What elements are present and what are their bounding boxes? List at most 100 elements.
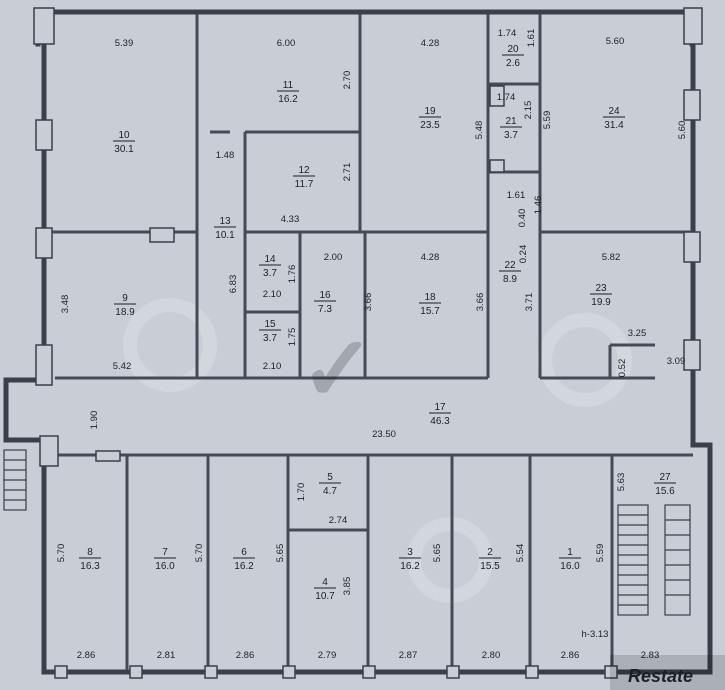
room-area: 8.9	[503, 274, 517, 285]
room-area: 30.1	[114, 144, 134, 155]
room-area: 16.2	[278, 94, 298, 105]
dimension-label: h-3.13	[582, 629, 609, 640]
dimension-label: 5.59	[542, 111, 553, 130]
dimension-label: 1.46	[533, 196, 544, 215]
room-2: 215.5	[479, 547, 501, 572]
room-area: 16.2	[400, 561, 420, 572]
room-area: 7.3	[318, 304, 332, 315]
dimension-label: 0.40	[517, 209, 528, 228]
room-area: 16.2	[234, 561, 254, 572]
dimension-label: 5.60	[677, 121, 688, 140]
room-number: 20	[507, 44, 519, 55]
room-number: 22	[504, 260, 516, 271]
dimension-label: 1.90	[89, 411, 100, 430]
room-14: 143.7	[259, 254, 281, 279]
dimension-label: 2.81	[157, 650, 176, 661]
dimension-label: 2.87	[399, 650, 418, 661]
room-9: 918.9	[114, 293, 136, 318]
room-area: 23.5	[420, 120, 440, 131]
dimension-label: 2.83	[641, 650, 660, 661]
dimension-label: 5.65	[432, 544, 443, 563]
room-area: 4.7	[323, 486, 337, 497]
room-22: 228.9	[499, 260, 521, 285]
room-labels: 1030.11116.21211.71310.11923.5202.6213.7…	[79, 44, 676, 602]
room-19: 19 23.5	[419, 106, 441, 131]
room-number: 15	[264, 319, 276, 330]
room-number: 13	[219, 216, 231, 227]
dimension-label: 2.86	[561, 650, 580, 661]
room-number: 6	[241, 547, 247, 558]
room-number: 5	[327, 472, 333, 483]
dimension-label: 3.66	[363, 293, 374, 312]
brand-label: Restate	[628, 666, 693, 686]
room-area: 10.1	[215, 230, 235, 241]
room-number: 27	[659, 472, 671, 483]
room-area: 18.9	[115, 307, 135, 318]
room-number: 1	[567, 547, 573, 558]
dimension-label: 1.61	[507, 190, 526, 201]
brand-watermark: Restate	[610, 655, 725, 690]
room-20: 202.6	[502, 44, 524, 69]
dimension-label: 5.65	[275, 544, 286, 563]
dimension-label: 5.70	[56, 544, 67, 563]
room-number: 16	[319, 290, 331, 301]
dimension-label: 2.74	[329, 515, 348, 526]
room-16: 167.3	[314, 290, 336, 315]
room-area: 16.3	[80, 561, 100, 572]
room-area: 3.7	[263, 268, 277, 279]
room-number: 7	[162, 547, 168, 558]
dimension-label: 3.09	[667, 356, 686, 367]
room-number: 10	[118, 130, 130, 141]
room-number: 14	[264, 254, 276, 265]
room-4: 410.7	[314, 577, 336, 602]
room-21: 213.7	[500, 116, 522, 141]
room-number: 19	[424, 106, 436, 117]
dimension-label: 3.48	[60, 295, 71, 314]
dimension-label: 6.00	[277, 38, 296, 49]
dimension-label: 2.00	[324, 252, 343, 263]
stairs-right	[617, 504, 691, 616]
dimension-label: 3.25	[628, 328, 647, 339]
room-number: 2	[487, 547, 493, 558]
room-area: 3.7	[263, 333, 277, 344]
room-7: 716.0	[154, 547, 176, 572]
room-number: 17	[434, 402, 446, 413]
room-number: 8	[87, 547, 93, 558]
room-number: 23	[595, 283, 607, 294]
room-area: 16.0	[155, 561, 175, 572]
dimension-label: 2.71	[342, 163, 353, 182]
dimension-label: 1.74	[498, 28, 517, 39]
dimension-label: 1.75	[287, 328, 298, 347]
room-number: 18	[424, 292, 436, 303]
dimension-label: 2.80	[482, 650, 501, 661]
dimension-label: 3.66	[475, 293, 486, 312]
dimension-label: 23.50	[372, 429, 396, 440]
dimension-label: 0.52	[617, 359, 628, 378]
room-area: 15.5	[480, 561, 500, 572]
room-area: 10.7	[315, 591, 335, 602]
dimension-label: 5.63	[616, 473, 627, 492]
room-area: 16.0	[560, 561, 580, 572]
room-number: 3	[407, 547, 413, 558]
room-6: 616.2	[233, 547, 255, 572]
wall-piers	[33, 7, 703, 679]
dimension-label: 5.39	[115, 38, 134, 49]
dimension-label: 1.74	[497, 92, 516, 103]
room-1: 116.0	[559, 547, 581, 572]
stairs-left	[3, 449, 27, 511]
dimension-label: 4.28	[421, 38, 440, 49]
dimension-label: 1.76	[287, 265, 298, 284]
room-area: 15.7	[420, 306, 440, 317]
dimension-label: 1.61	[526, 29, 537, 48]
dimension-label: 6.83	[228, 275, 239, 294]
room-number: 12	[298, 165, 310, 176]
dimension-label: 2.79	[318, 650, 337, 661]
room-10: 10 30.1	[113, 130, 135, 155]
dimension-label: 4.33	[281, 214, 300, 225]
